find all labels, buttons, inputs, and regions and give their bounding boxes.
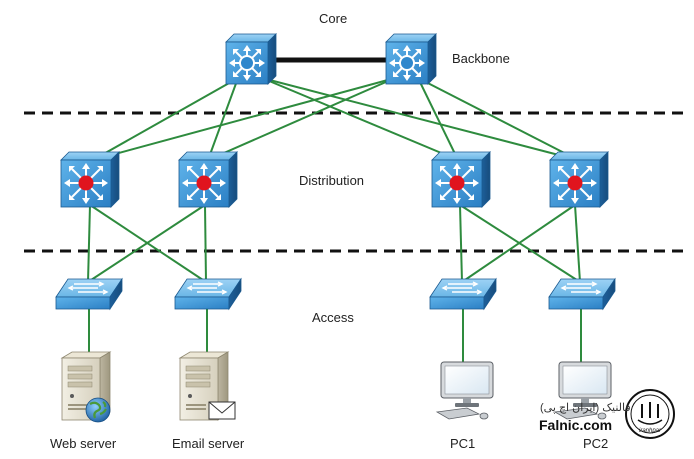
access-switch-1-icon <box>55 278 123 310</box>
pc1-icon <box>436 361 494 420</box>
web-server-label: Web server <box>50 436 117 451</box>
access-switch-3-icon <box>429 278 497 310</box>
envelope-icon <box>208 401 236 420</box>
core-switch-left-icon <box>225 33 277 85</box>
pc1-label: PC1 <box>450 436 476 451</box>
iranhpar-logo: iranhpar <box>625 389 675 439</box>
email-server-label: Email server <box>172 436 245 451</box>
distribution-switch-4-icon <box>549 151 609 208</box>
watermark-persian: فالنیک (ایران اچ پی) <box>540 402 631 414</box>
distribution-switch-1-icon <box>60 151 120 208</box>
distribution-switch-3-icon <box>431 151 491 208</box>
pc2-label: PC2 <box>583 436 609 451</box>
network-links <box>87 77 582 362</box>
globe-icon <box>85 397 111 423</box>
distribution-layer-label: Distribution <box>299 173 365 188</box>
access-switch-2-icon <box>174 278 242 310</box>
access-layer-label: Access <box>312 310 354 325</box>
core-switch-right-icon <box>385 33 437 85</box>
svg-text:iranhpar: iranhpar <box>639 428 662 434</box>
distribution-switch-2-icon <box>178 151 238 208</box>
backbone-label: Backbone <box>452 51 510 66</box>
core-layer-label: Core <box>319 11 348 26</box>
watermark-brand: Falnic.com <box>539 417 613 433</box>
access-switch-4-icon <box>548 278 616 310</box>
